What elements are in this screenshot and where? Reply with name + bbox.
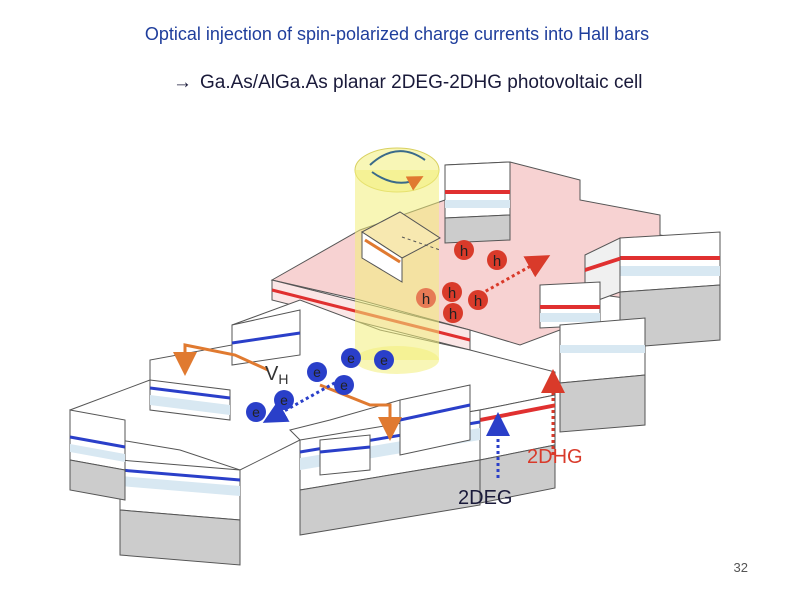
svg-text:h: h xyxy=(474,293,482,310)
svg-text:h: h xyxy=(493,253,501,270)
svg-text:e: e xyxy=(380,352,388,368)
svg-text:h: h xyxy=(448,285,456,302)
svg-text:h: h xyxy=(422,291,430,308)
2deg-label: 2DEG xyxy=(458,487,512,509)
electron-particle: e xyxy=(246,402,266,422)
svg-text:h: h xyxy=(460,243,468,260)
svg-text:h: h xyxy=(449,306,457,323)
hole-particle: h xyxy=(442,282,462,302)
svg-text:e: e xyxy=(280,392,288,408)
hole-particle: h xyxy=(454,240,474,260)
p-arm-top-right xyxy=(445,162,510,243)
2dhg-label: 2DHG xyxy=(527,446,583,468)
hole-particle: h xyxy=(443,303,463,323)
hole-particle: h xyxy=(416,288,436,308)
electron-particle: e xyxy=(334,375,354,395)
electron-particle: e xyxy=(307,362,327,382)
hole-particle: h xyxy=(487,250,507,270)
electron-particle: e xyxy=(341,348,361,368)
svg-text:e: e xyxy=(252,404,260,420)
n-type-hall-bar xyxy=(70,300,555,565)
electron-particle: e xyxy=(374,350,394,370)
hole-particle: h xyxy=(468,290,488,310)
page-number: 32 xyxy=(734,560,748,575)
svg-text:e: e xyxy=(340,377,348,393)
svg-text:e: e xyxy=(347,350,355,366)
light-beam xyxy=(355,148,440,374)
electron-particle: e xyxy=(274,390,294,410)
svg-text:e: e xyxy=(313,364,321,380)
